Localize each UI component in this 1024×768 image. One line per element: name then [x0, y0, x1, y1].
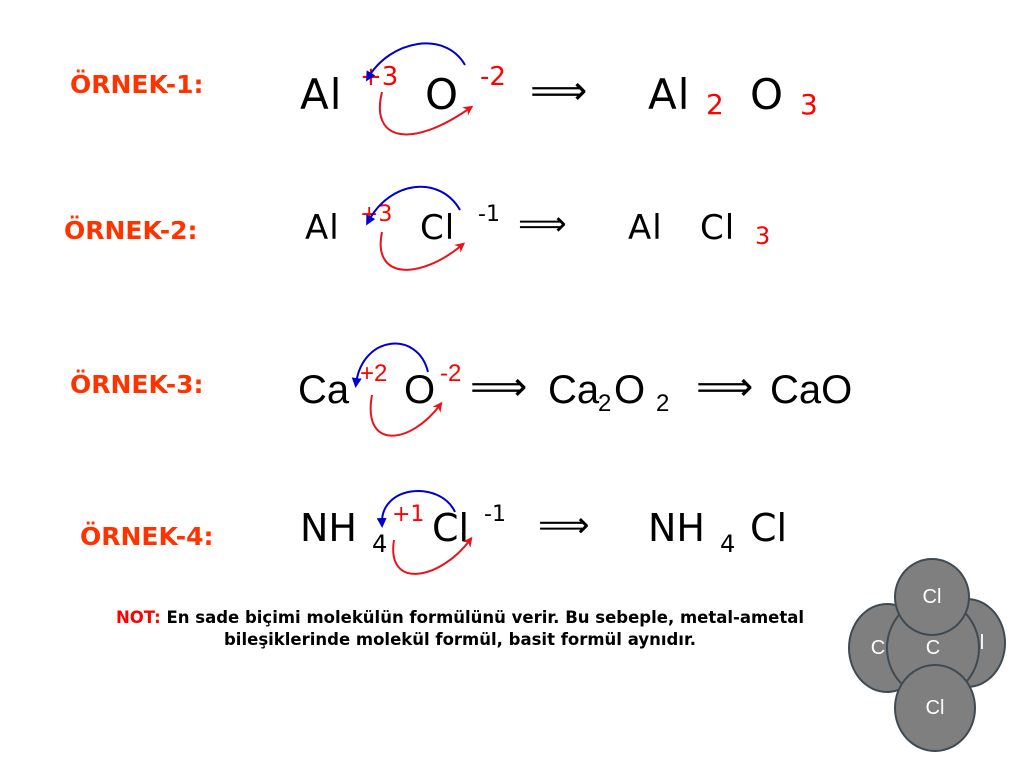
example-1-anion: O: [425, 70, 460, 119]
example-3-arrow-2: ⟹: [696, 365, 754, 409]
example-3-intermediate-el2: O: [614, 368, 646, 412]
example-3-label: ÖRNEK-3:: [70, 370, 204, 399]
example-3-product: CaO: [770, 368, 853, 412]
example-1-red-arrow: [379, 91, 474, 136]
note-line-1-text: En sade biçimi molekülün formülünü verir…: [166, 608, 805, 627]
example-4-product-sub1: 4: [720, 530, 736, 558]
example-1-label: ÖRNEK-1:: [70, 70, 204, 99]
note-text: NOT: En sade biçimi molekülün formülünü …: [40, 607, 880, 651]
example-1-arrow: ⟹: [530, 69, 588, 113]
example-1-anion-charge: -2: [480, 62, 506, 92]
example-4-product-el1: NH: [648, 506, 705, 550]
example-3-blue-arrow: [351, 342, 429, 388]
example-1-product-el2: O: [750, 70, 785, 119]
example-4-arrow: ⟹: [538, 504, 590, 545]
example-2-product-sub2: 3: [755, 222, 771, 250]
example-2-red-arrow: [379, 231, 466, 271]
example-1-blue-arrow: [365, 42, 466, 82]
example-2-cation-charge: +3: [360, 202, 393, 227]
example-4-label: ÖRNEK-4:: [80, 522, 214, 551]
example-2-arrow: ⟹: [518, 205, 567, 243]
example-3-anion: O: [404, 368, 436, 412]
example-3-anion-charge: -2: [440, 360, 462, 387]
example-1-cation: Al: [300, 70, 343, 119]
example-1-product-sub1: 2: [706, 88, 724, 121]
note-line-1: NOT: En sade biçimi molekülün formülünü …: [40, 607, 880, 629]
example-1-product-el1: Al: [648, 70, 691, 119]
example-3-arrow: ⟹: [470, 365, 528, 409]
example-3-intermediate-sub1: 2: [598, 390, 612, 417]
example-3-red-arrow: [369, 394, 443, 437]
note-line-2: bileşiklerinde molekül formül, basit for…: [224, 630, 696, 649]
example-2-product-el1: Al: [628, 208, 663, 248]
example-2-anion: Cl: [420, 208, 456, 248]
example-3-cation-charge: +2: [360, 360, 388, 387]
example-4-cation: NH: [300, 506, 357, 550]
example-2-cation: Al: [305, 208, 340, 248]
example-2-anion-charge: -1: [478, 202, 500, 227]
molecule-top-circle: Cl: [894, 558, 970, 636]
molecule-bottom-circle: Cl: [894, 664, 976, 752]
example-3-cation: Ca: [298, 368, 350, 412]
note-prefix: NOT:: [115, 608, 161, 627]
example-4-cation-charge: +1: [392, 502, 425, 527]
example-3-intermediate-sub2: 2: [656, 390, 670, 417]
example-4-anion-charge: -1: [484, 502, 506, 527]
example-2-label: ÖRNEK-2:: [64, 216, 198, 245]
example-4-blue-arrow: [376, 490, 456, 528]
example-4-red-arrow: [392, 536, 473, 575]
example-3-intermediate-el1: Ca: [548, 368, 600, 412]
example-2-blue-arrow: [366, 185, 461, 226]
example-1-product-sub2: 3: [800, 88, 818, 121]
example-4-product-el2: Cl: [750, 506, 788, 550]
example-4-cation-sub: 4: [372, 530, 388, 558]
example-2-product-el2: Cl: [700, 208, 736, 248]
